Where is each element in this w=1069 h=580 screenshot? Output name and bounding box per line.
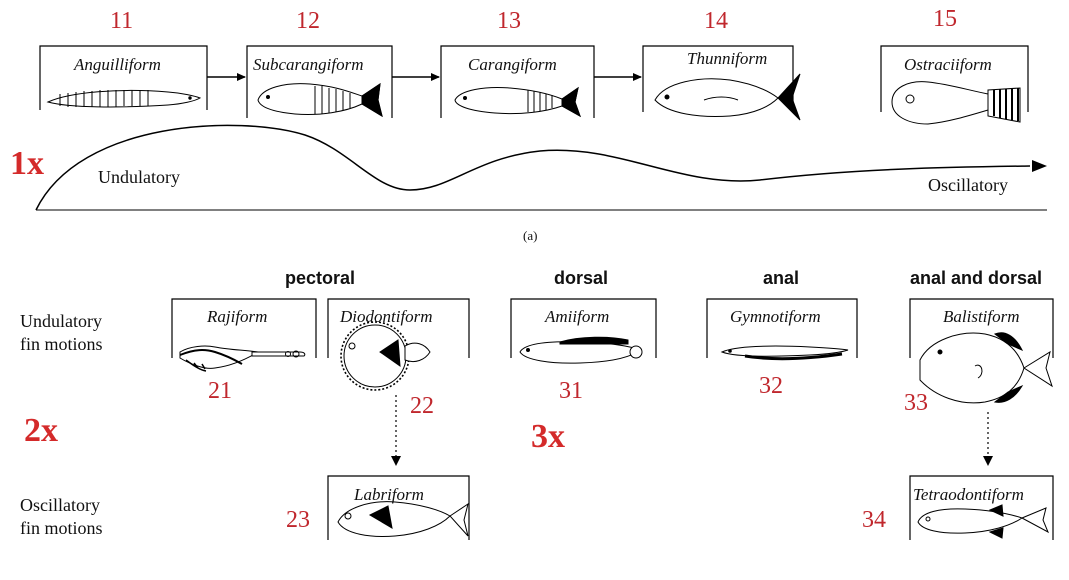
mode-label-rajiform: Rajiform <box>207 307 267 327</box>
tetraodontiform-drawing <box>918 505 1048 538</box>
row-label-undulatory: Undulatory fin motions <box>20 310 103 356</box>
pufferfish-drawing <box>341 322 430 390</box>
row-label-undulatory-line2: fin motions <box>20 333 103 356</box>
curve-arrowhead <box>1032 160 1047 172</box>
mode-label-balistiform: Balistiform <box>943 307 1020 327</box>
tuna-drawing <box>655 74 800 120</box>
mode-number-13: 13 <box>497 8 521 35</box>
row-label-oscillatory-line1: Oscillatory <box>20 494 103 517</box>
header-dorsal: dorsal <box>554 268 608 289</box>
triggerfish-drawing <box>920 333 1052 403</box>
mode-label-subcarangiform: Subcarangiform <box>253 55 364 75</box>
boxfish-drawing <box>892 82 1020 124</box>
mode-number-15: 15 <box>933 6 957 33</box>
header-anal-and-dorsal: anal and dorsal <box>910 268 1042 289</box>
mode-number-21: 21 <box>208 378 232 405</box>
mode-label-tetraodontiform: Tetraodontiform <box>913 485 1024 505</box>
salmon-drawing <box>258 84 382 116</box>
wrasse-drawing <box>338 502 468 537</box>
undulatory-label: Undulatory <box>98 167 180 188</box>
knifefish-drawing <box>722 346 848 359</box>
transition-curve <box>36 125 1030 210</box>
row-label-oscillatory: Oscillatory fin motions <box>20 494 103 540</box>
mode-number-11: 11 <box>110 8 133 35</box>
mode-number-33: 33 <box>904 390 928 417</box>
mode-label-ostraciiform: Ostraciiform <box>904 55 992 75</box>
mode-label-labriform: Labriform <box>354 485 424 505</box>
ray-drawing <box>180 346 305 371</box>
panel-a-caption: (a) <box>523 228 537 244</box>
header-pectoral: pectoral <box>285 268 355 289</box>
row-label-undulatory-line1: Undulatory <box>20 310 103 333</box>
carangiform-drawing <box>455 88 580 117</box>
mode-number-14: 14 <box>704 8 728 35</box>
mode-number-12: 12 <box>296 8 320 35</box>
mode-number-23: 23 <box>286 507 310 534</box>
mode-number-32: 32 <box>759 373 783 400</box>
group-label-2x: 2x <box>24 412 58 450</box>
mode-label-gymnotiform: Gymnotiform <box>730 307 821 327</box>
mode-label-carangiform: Carangiform <box>468 55 557 75</box>
group-label-3x: 3x <box>531 418 565 456</box>
mode-number-34: 34 <box>862 507 886 534</box>
bowfin-drawing <box>520 337 642 363</box>
mode-label-diodontiform: Diodontiform <box>340 307 433 327</box>
oscillatory-label: Oscillatory <box>928 175 1008 196</box>
row-label-oscillatory-line2: fin motions <box>20 517 103 540</box>
header-anal: anal <box>763 268 799 289</box>
mode-label-anguilliform: Anguilliform <box>74 55 161 75</box>
mode-number-22: 22 <box>410 393 434 420</box>
mode-label-amiiform: Amiiform <box>545 307 609 327</box>
group-label-1x: 1x <box>10 145 44 183</box>
mode-number-31: 31 <box>559 378 583 405</box>
mode-label-thunniform: Thunniform <box>687 49 767 69</box>
eel-drawing <box>48 90 200 107</box>
